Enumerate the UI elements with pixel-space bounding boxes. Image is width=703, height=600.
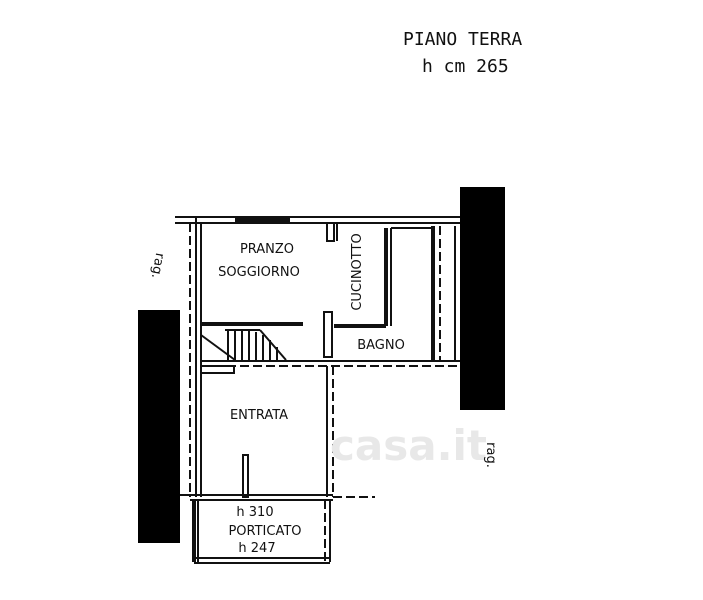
plan-height: h cm 265 [422, 56, 509, 77]
room-label-bagno: BAGNO [357, 338, 405, 353]
staircase [200, 329, 287, 374]
annotation-rag-left: rag. [148, 252, 167, 280]
room-label-pranzo: PRANZO [240, 242, 294, 257]
room-label-porticato-h247: h 247 [238, 541, 275, 556]
adjacent-building-left [138, 310, 180, 543]
room-label-soggiorno: SOGGIORNO [218, 265, 300, 280]
room-label-entrata: ENTRATA [230, 408, 288, 423]
adjacent-building-right [460, 187, 505, 410]
room-label-cucinotto: CUCINOTTO [350, 233, 365, 310]
watermark: casa.it [330, 421, 487, 470]
walls [175, 216, 460, 564]
annotation-rag-right: rag. [483, 442, 498, 468]
plan-title: PIANO TERRA [403, 29, 522, 50]
room-label-porticato: PORTICATO [228, 524, 301, 539]
room-label-porticato-h310: h 310 [236, 505, 273, 520]
